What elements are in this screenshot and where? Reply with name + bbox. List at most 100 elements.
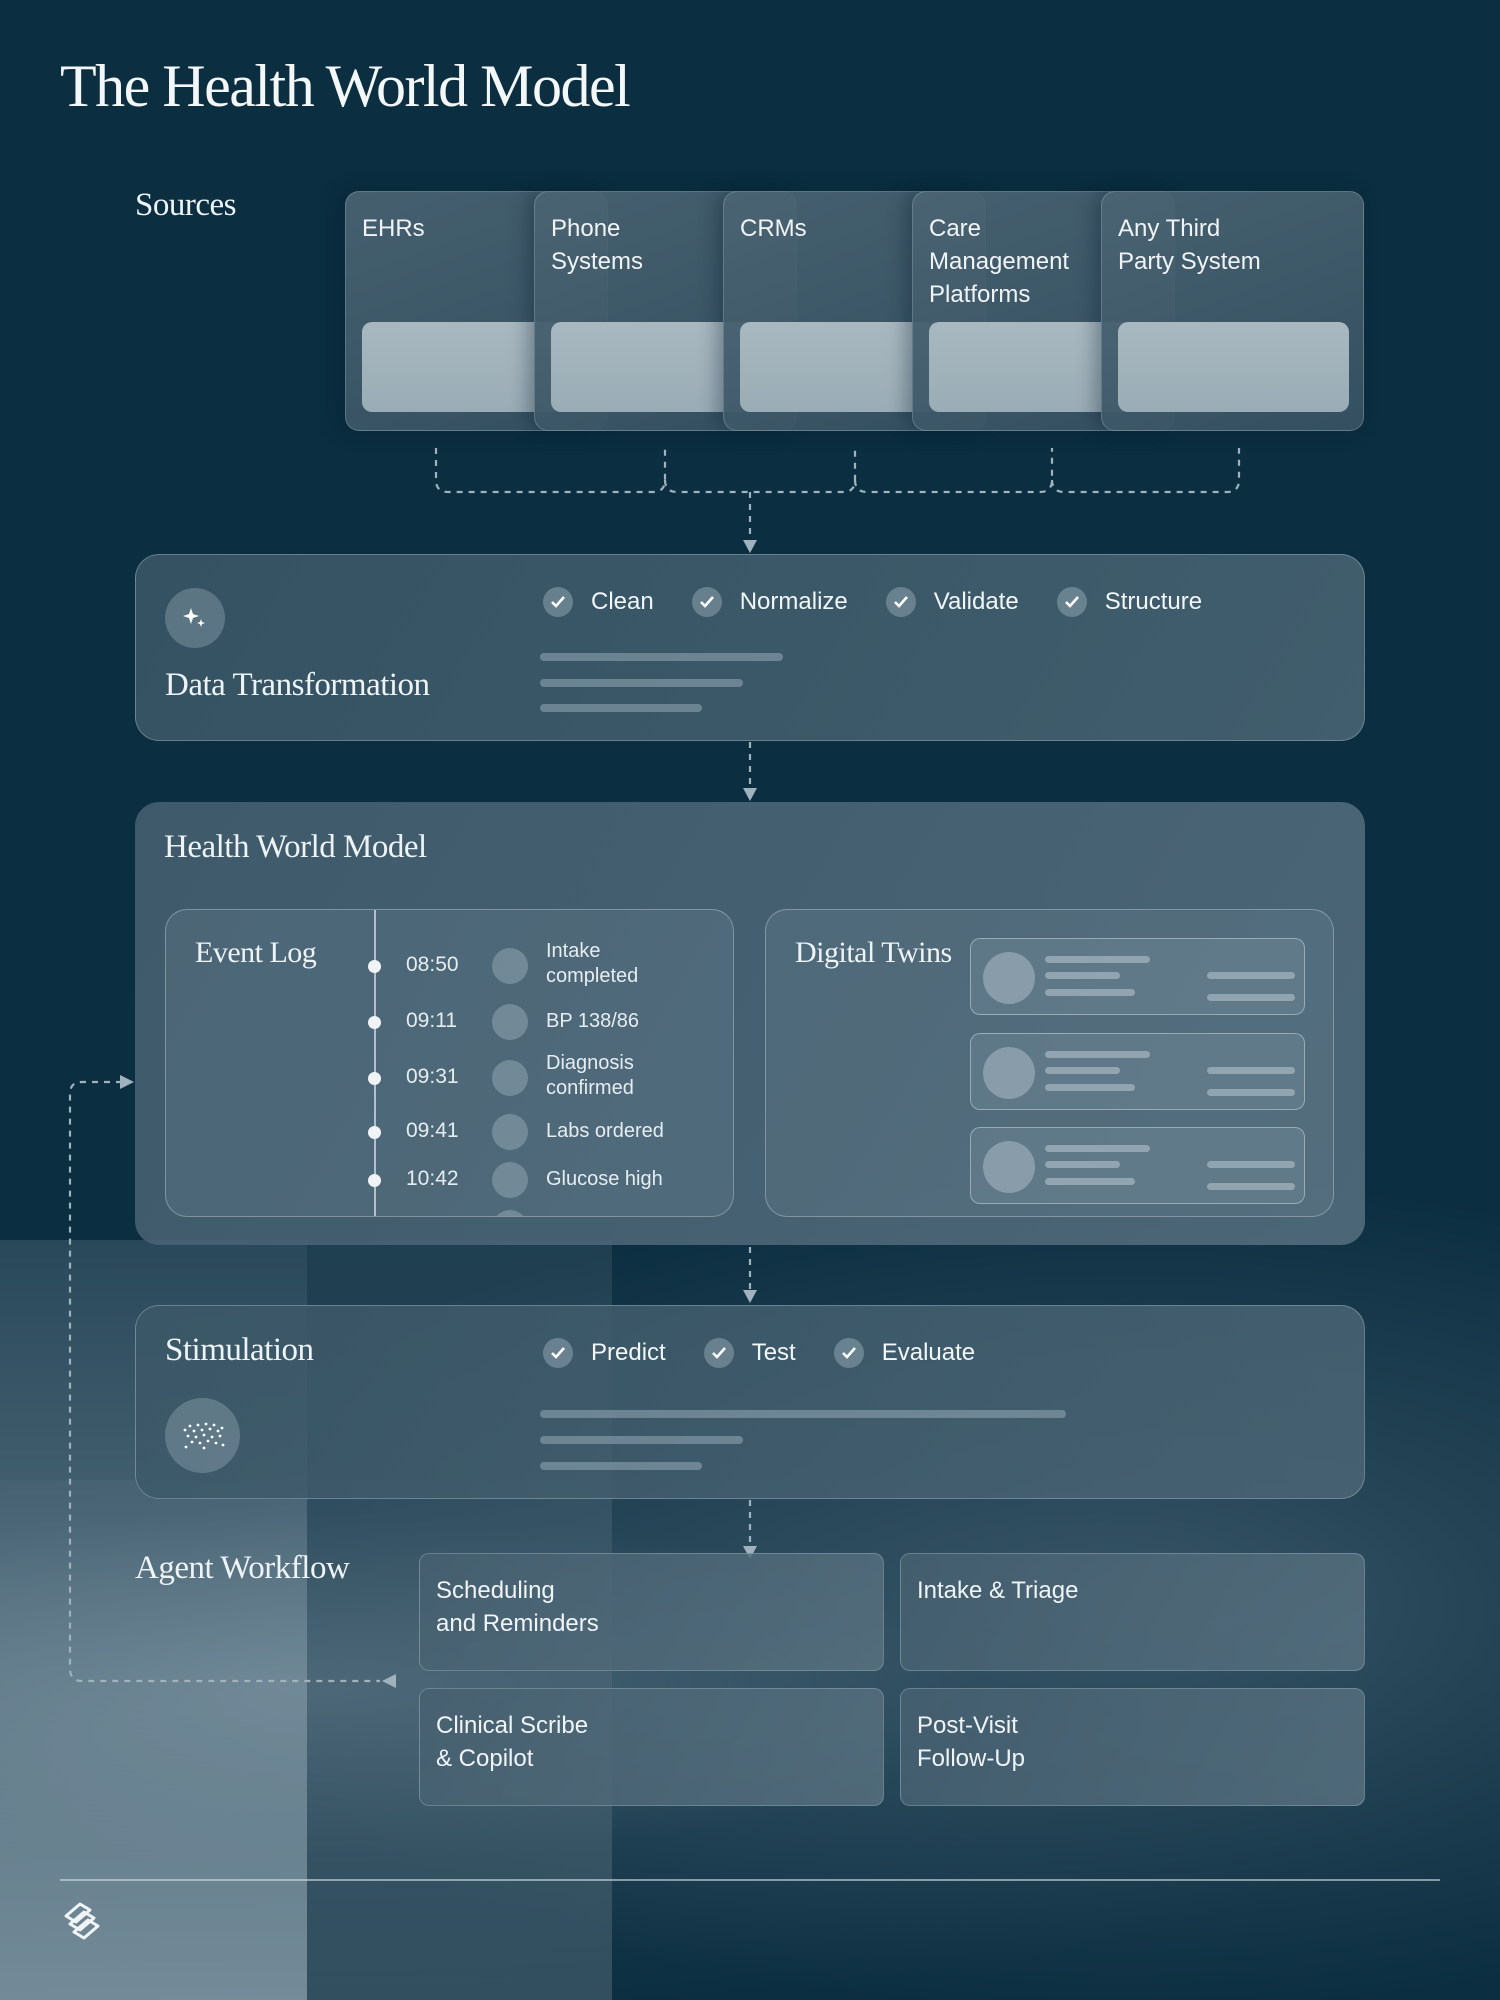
agent-card-label: Scheduling and Reminders: [436, 1577, 599, 1637]
digital-twins-label: Digital Twins: [795, 936, 952, 969]
step-validate: Validate: [885, 587, 1019, 617]
twin-card: [970, 1127, 1305, 1204]
placeholder-line: [540, 653, 783, 661]
check-icon: [1056, 587, 1087, 617]
source-card-label: Care Management Platforms: [929, 215, 1070, 308]
timeline-dot: [368, 1174, 381, 1187]
step-label: Validate: [933, 588, 1019, 615]
event-log-label: Event Log: [195, 936, 317, 969]
event-text: BP 138/86: [546, 1010, 640, 1032]
event-text: Intake completed: [546, 940, 639, 987]
agent-card-label: Intake & Triage: [917, 1577, 1079, 1604]
sources-label: Sources: [135, 187, 236, 223]
footer-divider: [60, 1879, 1440, 1881]
data-transformation-label: Data Transformation: [165, 667, 430, 703]
placeholder-line: [1045, 1178, 1135, 1185]
check-icon: [543, 587, 573, 617]
source-card-third-party: Any Third Party System: [1101, 191, 1364, 431]
agent-card-post-visit: Post-Visit Follow-Up: [900, 1688, 1365, 1806]
placeholder-line: [540, 1462, 702, 1470]
event-log-panel: Event Log 08:50 Intake completed 09:11 B…: [165, 909, 734, 1217]
step-label: Evaluate: [881, 1339, 976, 1366]
step-label: Predict: [591, 1339, 666, 1366]
step-label: Test: [751, 1339, 796, 1366]
step-test: Test: [703, 1338, 796, 1368]
check-icon: [885, 587, 916, 617]
event-time: 09:41: [406, 1119, 459, 1142]
step-evaluate: Evaluate: [833, 1338, 976, 1368]
placeholder-line: [540, 1410, 1066, 1418]
agent-card-intake-triage: Intake & Triage: [900, 1553, 1365, 1671]
check-icon: [691, 587, 722, 617]
agent-card-label: Clinical Scribe & Copilot: [436, 1712, 589, 1772]
event-avatar: [492, 1004, 528, 1040]
event-text: Diagnosis confirmed: [546, 1052, 634, 1099]
check-icon: [703, 1338, 734, 1368]
timeline-dot: [368, 1016, 381, 1029]
source-thumbnail: [1118, 322, 1349, 412]
particle-cloud-icon: [165, 1398, 240, 1473]
placeholder-line: [1207, 1067, 1295, 1074]
placeholder-line: [1045, 956, 1150, 963]
timeline-dot: [368, 960, 381, 973]
timeline-dot: [368, 1072, 381, 1085]
placeholder-line: [1207, 1089, 1295, 1096]
placeholder-line: [1045, 1161, 1120, 1168]
twin-card: [970, 1033, 1305, 1110]
step-label: Structure: [1104, 588, 1203, 615]
agent-card-clinical-scribe: Clinical Scribe & Copilot: [419, 1688, 884, 1806]
placeholder-line: [1045, 1067, 1120, 1074]
timeline-dot: [368, 1126, 381, 1139]
step-label: Clean: [591, 588, 654, 615]
health-world-model-panel: Health World Model Event Log 08:50 Intak…: [135, 802, 1365, 1245]
event-time: 09:31: [406, 1065, 459, 1088]
step-normalize: Normalize: [691, 587, 848, 617]
event-avatar: [492, 1114, 528, 1150]
step-label: Normalize: [739, 588, 848, 615]
placeholder-line: [540, 679, 743, 687]
event-avatar: [492, 1162, 528, 1198]
stimulation-steps: Predict Test Evaluate: [543, 1338, 1013, 1368]
event-text: Glucose high: [546, 1168, 663, 1190]
brand-logo-icon: [64, 1902, 100, 1940]
placeholder-line: [1045, 1084, 1135, 1091]
stimulation-panel: Stimulation Predict Test Evaluate: [135, 1305, 1365, 1499]
step-clean: Clean: [543, 587, 654, 617]
sparkle-icon: [165, 588, 225, 648]
health-world-model-label: Health World Model: [164, 829, 427, 865]
event-text: Labs ordered: [546, 1120, 664, 1142]
event-avatar: [492, 1210, 528, 1216]
placeholder-line: [1207, 972, 1295, 979]
check-icon: [833, 1338, 864, 1368]
source-card-label: CRMs: [740, 215, 807, 242]
placeholder-line: [1045, 989, 1135, 996]
event-avatar: [492, 1060, 528, 1096]
event-time: 09:11: [406, 1009, 457, 1032]
source-card-label: Phone Systems: [551, 215, 644, 275]
data-transformation-panel: Data Transformation Clean Normalize Vali…: [135, 554, 1365, 741]
twin-avatar: [983, 1047, 1035, 1099]
step-predict: Predict: [543, 1338, 666, 1368]
placeholder-line: [1045, 1145, 1150, 1152]
stimulation-label: Stimulation: [165, 1332, 314, 1368]
check-icon: [543, 1338, 573, 1368]
placeholder-line: [1207, 994, 1295, 1001]
page-title: The Health World Model: [60, 53, 631, 119]
twin-avatar: [983, 1141, 1035, 1193]
transformation-steps: Clean Normalize Validate Structure: [543, 587, 1240, 617]
event-time: 10:42: [406, 1167, 459, 1190]
event-time: 08:50: [406, 953, 459, 976]
placeholder-line: [1045, 972, 1120, 979]
source-card-label: EHRs: [362, 215, 425, 242]
timeline-line: [374, 910, 376, 1216]
agent-workflow-label: Agent Workflow: [135, 1550, 350, 1586]
twin-avatar: [983, 952, 1035, 1004]
placeholder-line: [540, 1436, 743, 1444]
agent-card-scheduling: Scheduling and Reminders: [419, 1553, 884, 1671]
twin-card: [970, 938, 1305, 1015]
placeholder-line: [1207, 1161, 1295, 1168]
placeholder-line: [540, 704, 702, 712]
event-avatar: [492, 948, 528, 984]
source-card-label: Any Third Party System: [1118, 215, 1261, 275]
